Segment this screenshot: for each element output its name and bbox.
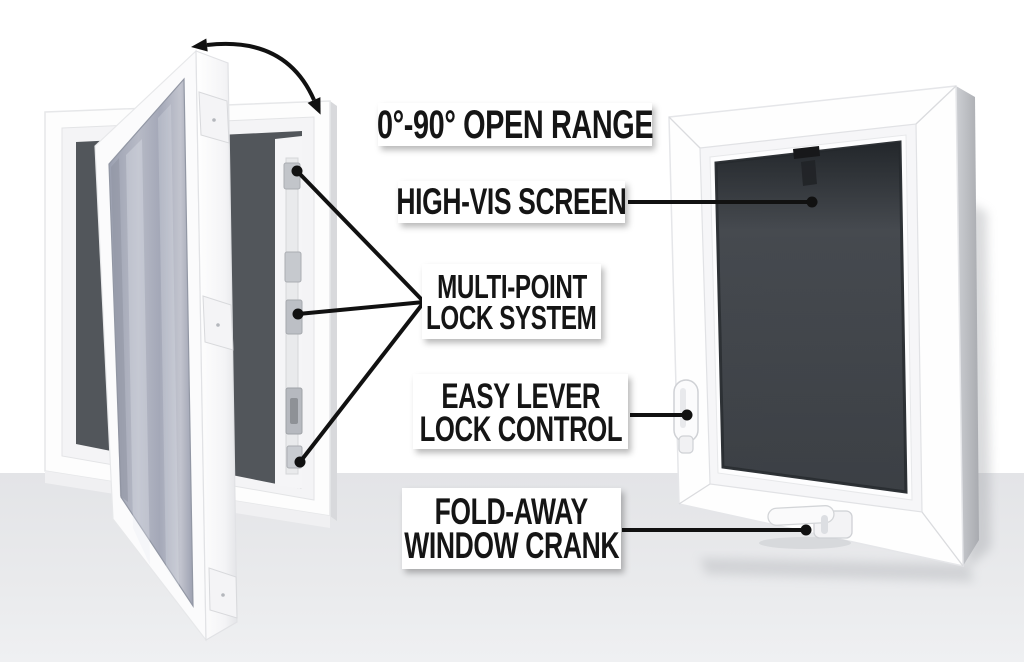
closed-window bbox=[668, 85, 991, 582]
lock-point bbox=[284, 251, 302, 283]
callout-text: 0°-90° OPEN RANGE bbox=[376, 102, 654, 147]
callout-text: WINDOW CRANK bbox=[404, 524, 619, 567]
arrowhead-icon bbox=[191, 38, 208, 52]
open-sash bbox=[94, 49, 238, 642]
callout-label-fold-away-crank: FOLD-AWAY WINDOW CRANK bbox=[402, 488, 621, 569]
glass-reflection bbox=[126, 139, 150, 565]
callout-dot bbox=[292, 308, 304, 320]
callout-text: FOLD-AWAY bbox=[434, 490, 589, 533]
window-shadow-bottom bbox=[700, 558, 974, 582]
callout-label-high-vis-screen: HIGH-VIS SCREEN bbox=[396, 181, 627, 223]
callout-text: LOCK SYSTEM bbox=[426, 298, 597, 336]
miter-line bbox=[921, 511, 964, 567]
callout-connectors bbox=[206, 42, 812, 532]
open-range-arc-arrow-icon bbox=[206, 42, 316, 101]
glass-edge-shade bbox=[111, 158, 128, 502]
arrowhead-icon bbox=[307, 97, 321, 115]
sash-hinge-block bbox=[198, 91, 230, 144]
callout-text: LOCK CONTROL bbox=[419, 408, 622, 448]
callout-label-easy-lever: EASY LEVER LOCK CONTROL bbox=[413, 374, 628, 449]
screen-clip bbox=[801, 160, 817, 186]
callout-text: EASY LEVER bbox=[441, 375, 600, 415]
callout-label-multi-point-lock: MULTI-POINT LOCK SYSTEM bbox=[422, 264, 601, 339]
lock-connector-line bbox=[295, 169, 426, 304]
callout-dot bbox=[800, 524, 812, 536]
connector-endpoints bbox=[191, 38, 818, 536]
callout-dot bbox=[681, 409, 693, 421]
miter-line bbox=[915, 85, 957, 125]
callout-text: HIGH-VIS SCREEN bbox=[396, 181, 627, 223]
lock-connector-line bbox=[298, 300, 426, 464]
sash-hinge-block bbox=[208, 567, 238, 619]
callout-text: MULTI-POINT bbox=[436, 267, 587, 305]
glass-reflection bbox=[158, 104, 179, 588]
screen-shading bbox=[716, 142, 906, 492]
lock-connector-line bbox=[297, 300, 425, 316]
multi-point-lock-hardware bbox=[275, 136, 303, 489]
open-window bbox=[44, 49, 337, 642]
sash-lock-block bbox=[202, 295, 234, 351]
callout-dot bbox=[294, 456, 306, 468]
miter-line bbox=[668, 116, 701, 149]
fold-away-crank bbox=[759, 505, 853, 549]
callout-label-open-range: 0°-90° OPEN RANGE bbox=[376, 102, 654, 147]
screen-clip bbox=[793, 146, 820, 159]
miter-line bbox=[678, 483, 711, 505]
callout-dot bbox=[291, 165, 303, 177]
callout-dot bbox=[806, 196, 818, 208]
